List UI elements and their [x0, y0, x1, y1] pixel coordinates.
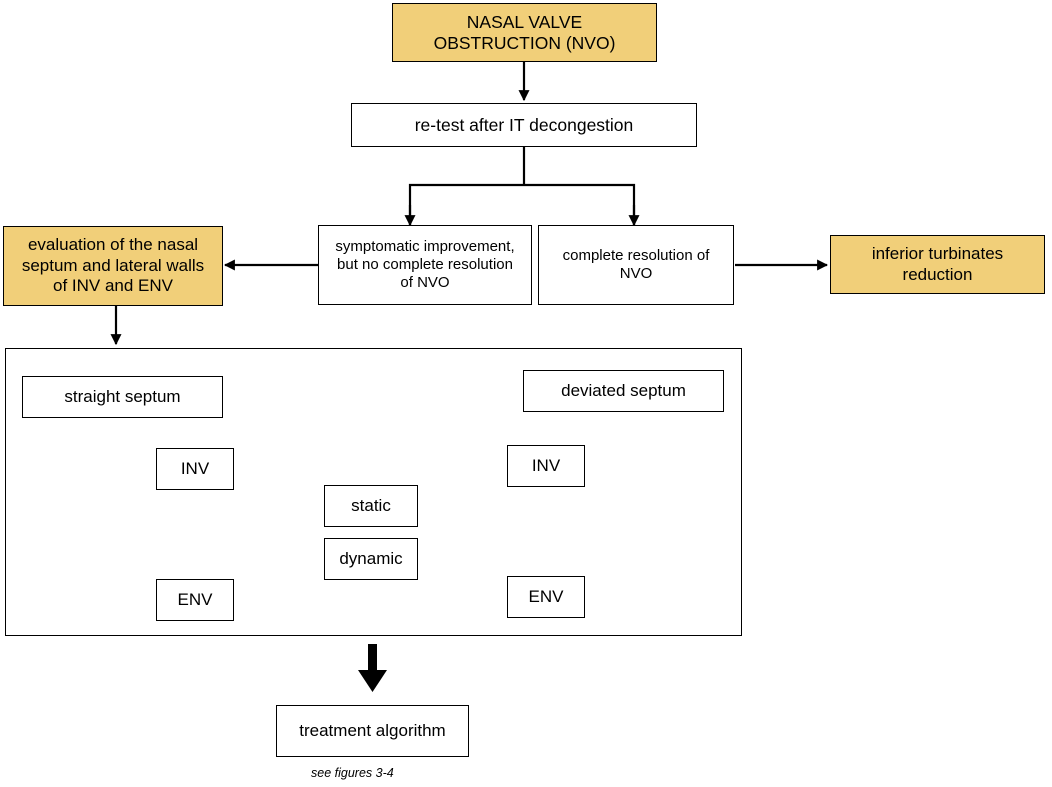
static-label: static	[351, 495, 391, 515]
deviated-septum-label: deviated septum	[561, 380, 686, 400]
node-static: static	[324, 485, 418, 527]
retest-label: re-test after IT decongestion	[414, 114, 634, 135]
node-retest: re-test after IT decongestion	[351, 103, 697, 147]
complete-line-2: NVO	[619, 265, 653, 282]
nvo-line-1: NASAL VALVE	[466, 11, 583, 32]
node-symptomatic-improvement: symptomatic improvement,but no complete …	[318, 225, 532, 305]
env-left-label: ENV	[177, 589, 213, 609]
turbinates-line-1: inferior turbinates	[871, 244, 1004, 264]
evaluation-line-2: septum and lateral walls	[21, 255, 205, 275]
node-env-left: ENV	[156, 579, 234, 621]
nvo-line-2: OBSTRUCTION (NVO)	[433, 32, 616, 53]
symptomatic-line-2: but no complete resolution	[337, 256, 513, 273]
node-inv-left: INV	[156, 448, 234, 490]
treatment-label: treatment algorithm	[299, 720, 446, 740]
thick-arrow-to-treatment	[358, 644, 387, 692]
complete-line-1: complete resolution of	[562, 247, 710, 264]
straight-septum-label: straight septum	[64, 386, 181, 406]
line-retest-split	[408, 146, 636, 225]
node-straight-septum: straight septum	[22, 376, 223, 418]
node-dynamic: dynamic	[324, 538, 418, 580]
dynamic-label: dynamic	[339, 548, 403, 568]
env-right-label: ENV	[528, 586, 564, 606]
figure-reference-caption: see figures 3-4	[311, 766, 394, 780]
evaluation-line-3: of INV and ENV	[52, 276, 173, 296]
turbinates-line-2: reduction	[902, 264, 973, 284]
inv-left-label: INV	[180, 458, 210, 478]
node-inv-right: INV	[507, 445, 585, 487]
evaluation-line-1: evaluation of the nasal	[27, 235, 199, 255]
node-deviated-septum: deviated septum	[523, 370, 724, 412]
inv-right-label: INV	[531, 455, 561, 475]
node-treatment-algorithm: treatment algorithm	[276, 705, 469, 757]
node-env-right: ENV	[507, 576, 585, 618]
symptomatic-line-3: of NVO	[400, 274, 450, 291]
symptomatic-line-1: symptomatic improvement,	[335, 238, 515, 255]
